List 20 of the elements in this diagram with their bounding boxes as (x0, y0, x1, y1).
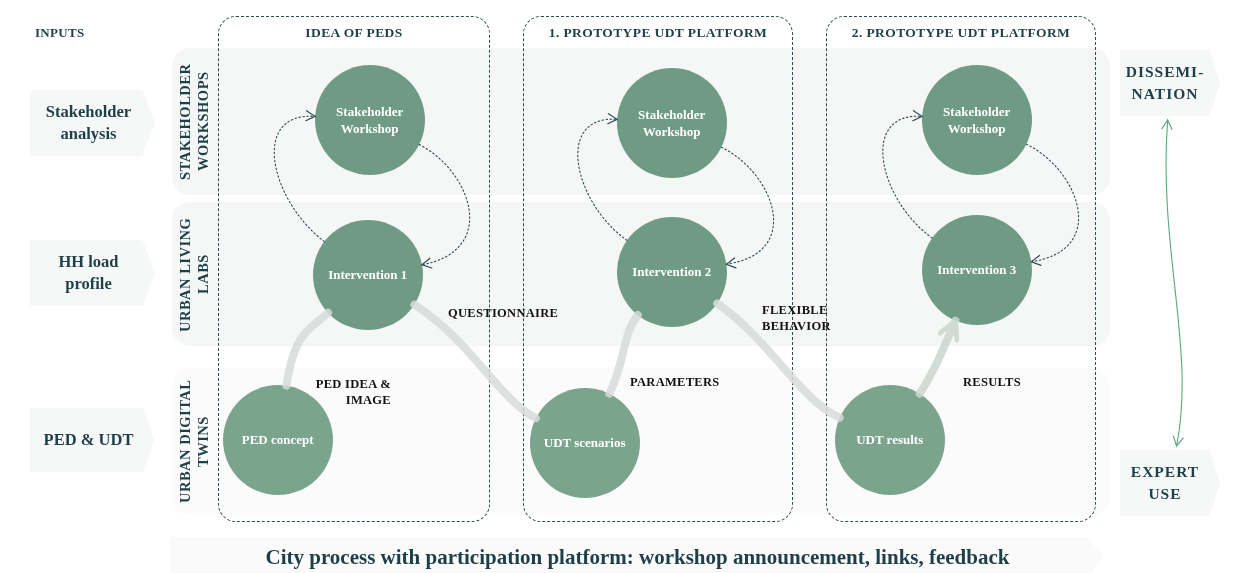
cycle-arrow (1025, 143, 1080, 266)
cycle-arrow (418, 144, 471, 268)
edge-label: FLEXIBLE BEHAVIOR (762, 302, 832, 334)
column-heading: INPUTS (35, 25, 85, 41)
exchange-arrow (1161, 119, 1184, 447)
process-bar: City process with participation platform: workshop announcement, links, feedback (170, 537, 1105, 573)
edge-label: RESULTS (963, 374, 1021, 390)
phase-title: 2. PROTOTYPE UDT PLATFORM (851, 25, 1071, 41)
flow-arrow (915, 316, 960, 398)
phase-title: IDEA OF PEDS (305, 25, 403, 41)
cycle-arrow (273, 111, 325, 243)
edge-label: QUESTIONNAIRE (448, 305, 559, 321)
lane-title: URBAN LIVING LABS (176, 215, 212, 334)
phase-title: 1. PROTOTYPE UDT PLATFORM (548, 25, 768, 41)
cycle-arrow (577, 114, 628, 241)
lane-title: URBAN DIGITAL TWINS (176, 378, 212, 506)
lane-title: STAKEHOLDER WORKSHOPS (176, 62, 212, 182)
cycle-arrow (882, 111, 933, 239)
edge-label: PARAMETERS (630, 374, 720, 390)
cycle-arrow (720, 146, 775, 268)
